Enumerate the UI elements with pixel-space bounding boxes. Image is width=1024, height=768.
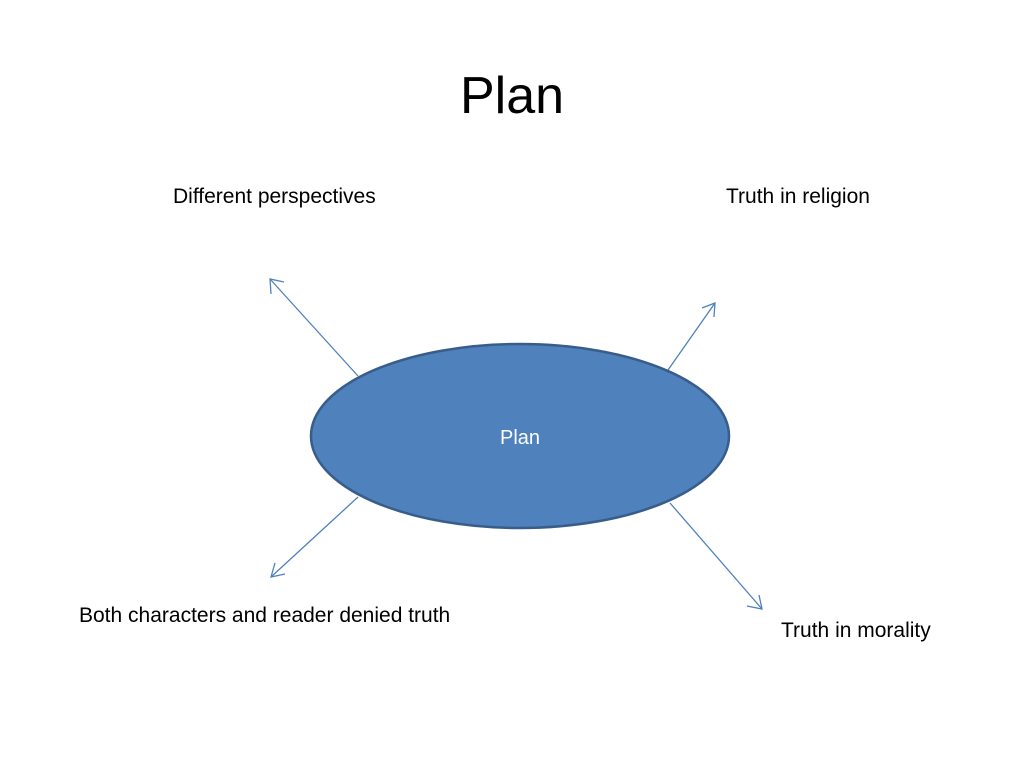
- arrow-to-perspectives: [269, 278, 359, 377]
- branch-label-religion: Truth in religion: [726, 185, 870, 208]
- arrowhead-denied: [270, 562, 286, 578]
- branch-label-perspectives: Different perspectives: [173, 185, 376, 208]
- arrow-to-morality: [669, 502, 763, 610]
- arrow-to-religion: [667, 302, 716, 371]
- center-ellipse[interactable]: [309, 342, 731, 530]
- slide-title: Plan: [459, 67, 565, 125]
- arrowhead-perspectives: [269, 278, 285, 295]
- arrow-to-denied: [270, 496, 359, 578]
- branch-label-denied: Both characters and reader denied truth: [79, 604, 451, 627]
- center-label: Plan: [500, 427, 540, 449]
- arrowhead-morality: [746, 594, 763, 610]
- branch-label-morality: Truth in morality: [781, 619, 931, 642]
- arrows-group: [269, 278, 763, 610]
- arrowhead-religion: [701, 302, 716, 318]
